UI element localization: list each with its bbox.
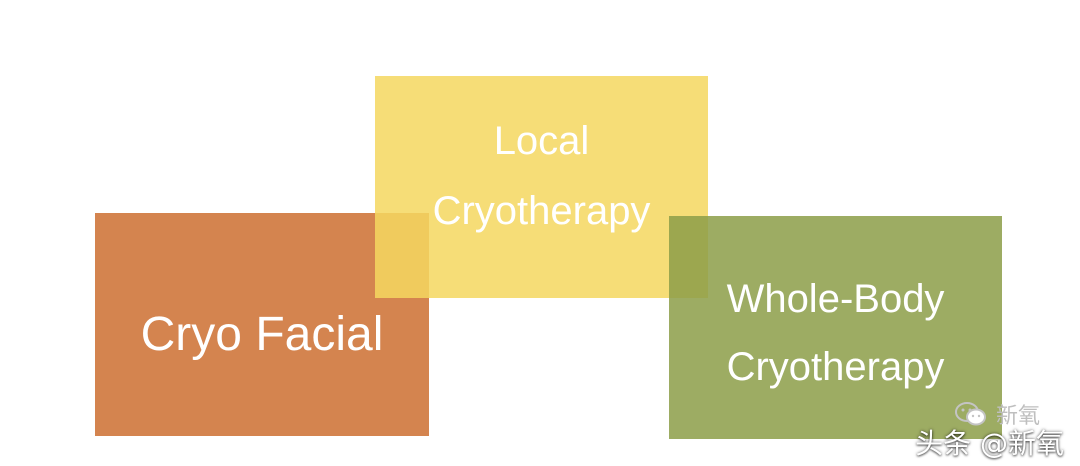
local-cryotherapy-line1: Local — [493, 119, 590, 163]
whole-body-cryotherapy-line1: Whole-Body — [726, 276, 945, 321]
whole-body-cryotherapy-line2: Cryotherapy — [726, 344, 945, 389]
cryo-facial-text: Cryo Facial — [140, 308, 384, 361]
watermark-account-name: 新氧 — [995, 404, 1040, 429]
cryo-facial-label: Cryo Facial — [141, 307, 384, 362]
watermark-account: 新氧 — [954, 398, 1040, 430]
wechat-icon — [954, 402, 986, 426]
local-cryotherapy-box: Local Cryotherapy — [375, 76, 708, 298]
whole-body-cryotherapy-label: Whole-Body Cryotherapy — [727, 265, 945, 401]
watermark-credit: 头条 @新氧 — [915, 427, 1064, 460]
whole-body-cryotherapy-box: Whole-Body Cryotherapy — [669, 216, 1002, 439]
local-cryotherapy-label: Local Cryotherapy — [433, 106, 651, 246]
cryo-facial-box: Cryo Facial — [95, 213, 429, 436]
local-cryotherapy-line2: Cryotherapy — [432, 189, 651, 233]
